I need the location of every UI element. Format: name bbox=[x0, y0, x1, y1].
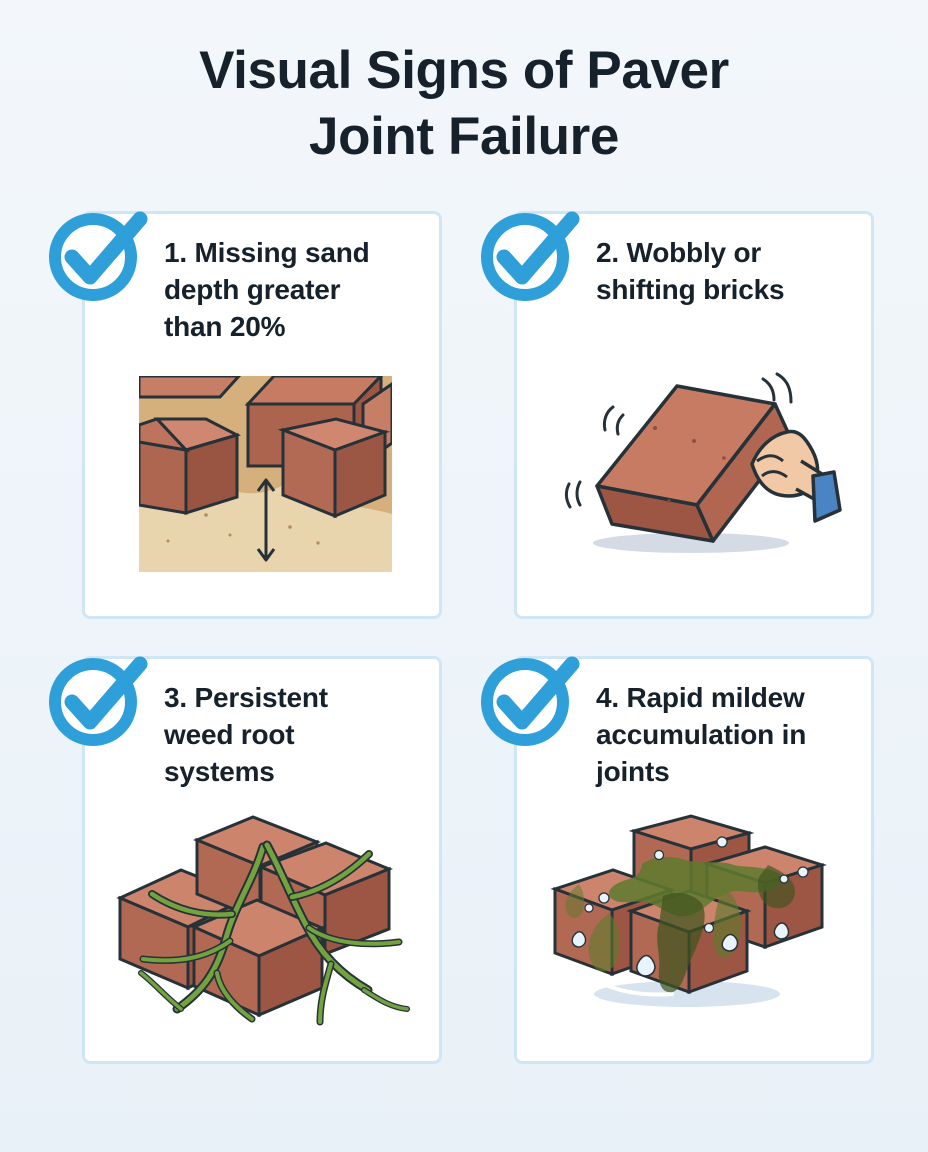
checkmark-circle-icon bbox=[481, 211, 580, 301]
card-title-line-1: 4. Rapid mildew bbox=[596, 682, 805, 713]
card-title-line-3: joints bbox=[596, 756, 670, 787]
card-missing-sand: 1. Missing sand depth greater than 20% bbox=[49, 211, 442, 619]
card-weed-roots: 3. Persistent weed root systems bbox=[49, 656, 442, 1064]
page-title: Visual Signs of Paver Joint Failure bbox=[0, 38, 928, 170]
card-title-line-2: weed root bbox=[164, 719, 295, 750]
card-title-line-2: shifting bricks bbox=[596, 274, 785, 305]
card-title: 4. Rapid mildew accumulation in joints bbox=[596, 679, 866, 790]
card-title-line-1: 1. Missing sand bbox=[164, 237, 370, 268]
card-title-line-2: accumulation in bbox=[596, 719, 807, 750]
card-title: 3. Persistent weed root systems bbox=[164, 679, 434, 790]
card-wobbly-bricks: 2. Wobbly or shifting bricks bbox=[481, 211, 874, 619]
sand-gap-icon bbox=[139, 376, 392, 572]
page-title-line-1: Visual Signs of Paver bbox=[199, 41, 729, 100]
checkmark-circle-icon bbox=[481, 656, 580, 746]
checkmark-circle-icon bbox=[49, 211, 148, 301]
wobbly-brick-icon bbox=[565, 372, 842, 553]
card-title-line-3: than 20% bbox=[164, 311, 286, 342]
card-title-line-1: 3. Persistent bbox=[164, 682, 328, 713]
mildew-joints-icon bbox=[550, 814, 827, 1007]
weed-roots-icon bbox=[116, 815, 410, 1026]
card-mildew-joints: 4. Rapid mildew accumulation in joints bbox=[481, 656, 874, 1064]
card-title-line-1: 2. Wobbly or bbox=[596, 237, 762, 268]
card-title-line-3: systems bbox=[164, 756, 275, 787]
card-title: 2. Wobbly or shifting bricks bbox=[596, 234, 866, 308]
card-title: 1. Missing sand depth greater than 20% bbox=[164, 234, 434, 345]
page-title-line-2: Joint Failure bbox=[309, 107, 619, 166]
card-title-line-2: depth greater bbox=[164, 274, 341, 305]
checkmark-circle-icon bbox=[49, 656, 148, 746]
